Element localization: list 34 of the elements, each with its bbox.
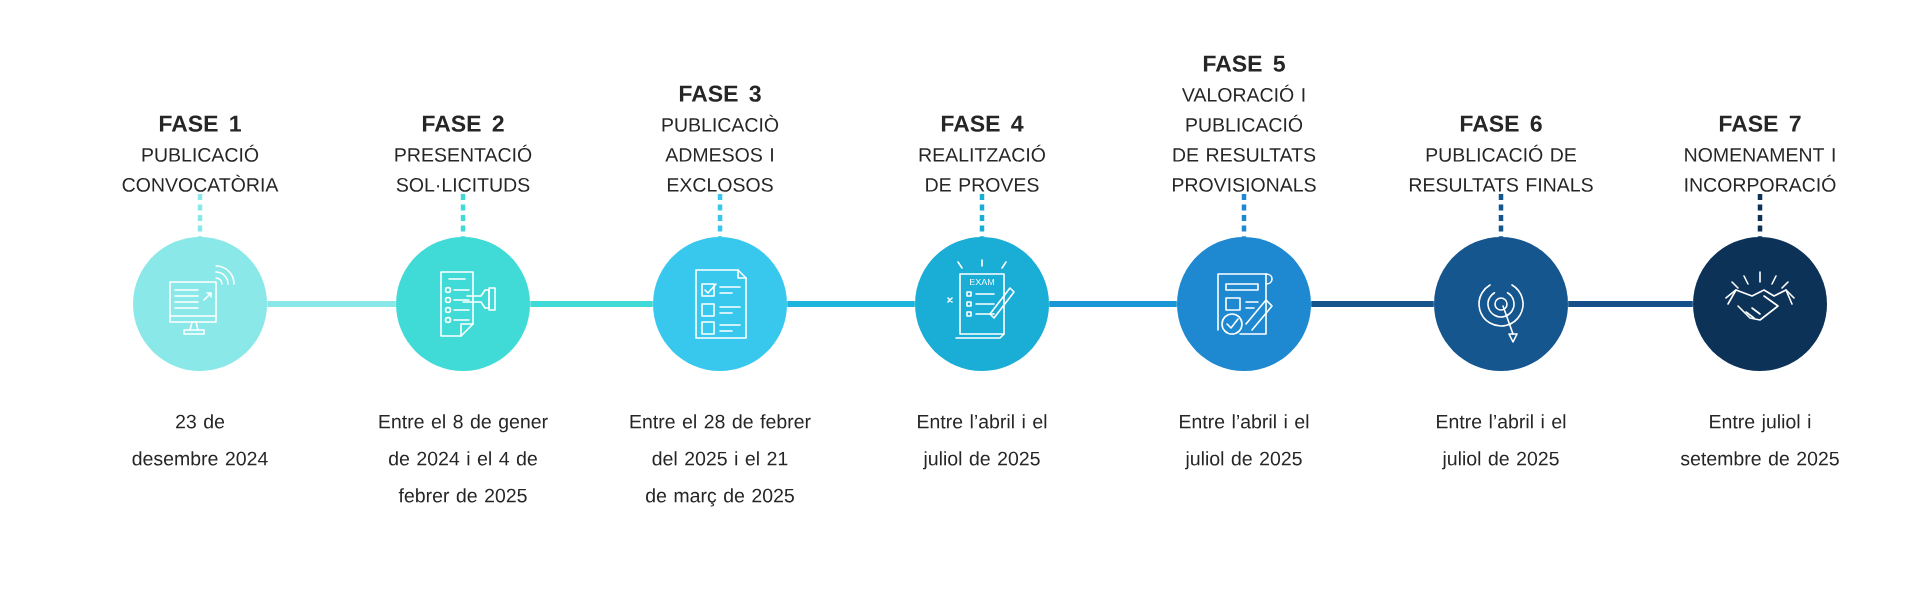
date-text: Entre el 8 de gener de 2024 i el 4 de febrer de 2025 [379, 414, 548, 503]
connector-line [1049, 301, 1177, 307]
connector-line [267, 301, 396, 307]
phase-label: FASE 3 PUBLICACIÒ ADMESOS I EXCLOSOS [662, 85, 779, 192]
date-text: Entre l’abril i el juliol de 2025 [918, 414, 1047, 470]
date-text: 23 de desembre 2024 [132, 414, 268, 466]
leader-line [197, 194, 203, 237]
phase-label: FASE 2 PRESENTACIÓ SOL·LICITUDS [395, 115, 532, 192]
phase-circle [653, 237, 787, 371]
date-text: Entre l’abril i el juliol de 2025 [1180, 414, 1309, 470]
phase-label: FASE 6 PUBLICACIÓ DE RESULTATS FINALS [1409, 115, 1593, 192]
phase-circle [133, 237, 267, 371]
connector-line [1568, 301, 1693, 307]
phase-label: FASE 5 VALORACIÓ I PUBLICACIÓ DE RESULTATS PROVISIONALS [1173, 55, 1316, 192]
phase-label: FASE 7 NOMENAMENT I INCORPORACIÓ [1685, 115, 1836, 192]
date-text: Entre l’abril i el juliol de 2025 [1437, 414, 1566, 470]
phase-circle [1177, 237, 1311, 371]
phase-label: FASE 1 PUBLICACIÓ CONVOCATÒRIA [122, 115, 279, 192]
phase-circle [396, 237, 530, 371]
date-text: Entre el 28 de febrer del 2025 i el 21 de març de 2025 [630, 414, 811, 507]
leader-line [1241, 194, 1247, 237]
leader-line [1498, 194, 1504, 237]
connector-line [530, 301, 653, 307]
date-text: Entre juliol i setembre de 2025 [1680, 414, 1839, 466]
phase-circle [1693, 237, 1827, 371]
leader-line [979, 194, 985, 237]
leader-line [717, 194, 723, 237]
phase-label: FASE 4 REALITZACIÓ DE PROVES [919, 115, 1045, 192]
leader-line [1757, 194, 1763, 237]
phase-circle [1434, 237, 1568, 371]
connector-line [787, 301, 915, 307]
connector-line [1311, 301, 1434, 307]
leader-line [460, 194, 466, 237]
phase-circle [915, 237, 1049, 371]
